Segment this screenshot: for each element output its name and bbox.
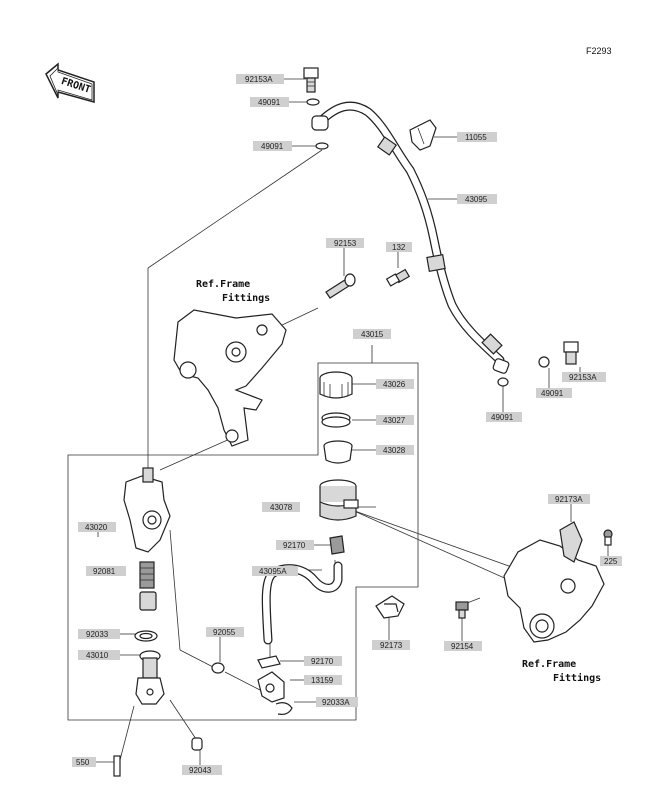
- ref-frame-top-line2: Fittings: [222, 292, 270, 304]
- bolt-132-icon: [385, 268, 411, 287]
- svg-text:43078: 43078: [270, 503, 293, 512]
- reservoir-cap-icon: [319, 371, 353, 399]
- svg-text:43095A: 43095A: [259, 567, 287, 576]
- svg-text:92173A: 92173A: [555, 495, 583, 504]
- ref-frame-top-line1: Ref.Frame: [196, 279, 250, 290]
- label-92153[interactable]: 92153: [326, 238, 364, 248]
- reservoir-tank-icon: [319, 479, 359, 521]
- label-92153a-right[interactable]: 92153A: [562, 372, 606, 382]
- push-rod-icon: [135, 650, 165, 705]
- label-49091-d[interactable]: 49091: [486, 412, 522, 422]
- brake-hose-icon: [311, 101, 510, 374]
- label-92154[interactable]: 92154: [444, 641, 482, 651]
- svg-text:92055: 92055: [213, 628, 236, 637]
- ref-frame-bottom-line1: Ref.Frame: [522, 659, 576, 670]
- label-92033[interactable]: 92033: [78, 629, 120, 639]
- svg-text:225: 225: [604, 557, 618, 566]
- svg-text:92173: 92173: [380, 641, 403, 650]
- svg-text:92170: 92170: [283, 541, 306, 550]
- reservoir-hose-icon: [261, 561, 343, 645]
- part-labels: 92153A 49091 11055 49091 43095 92153 132…: [72, 74, 622, 775]
- label-43026[interactable]: 43026: [376, 379, 414, 389]
- front-arrow-icon: FRONT: [45, 62, 95, 103]
- label-13159[interactable]: 13159: [304, 675, 342, 685]
- banjo-bolt-top-icon: [303, 67, 320, 106]
- label-43027[interactable]: 43027: [376, 415, 414, 425]
- banjo-bolt-right-icon: [497, 341, 579, 387]
- svg-text:92153A: 92153A: [569, 373, 597, 382]
- svg-text:92154: 92154: [451, 642, 474, 651]
- svg-text:11055: 11055: [465, 133, 487, 142]
- svg-text:49091: 49091: [491, 413, 514, 422]
- svg-text:43020: 43020: [85, 523, 108, 532]
- label-11055[interactable]: 11055: [457, 132, 497, 142]
- figure-code: F2293: [586, 46, 612, 56]
- elbow-fitting-icon: [257, 671, 285, 703]
- frame-fitting-upper-icon: [173, 309, 287, 447]
- svg-text:132: 132: [392, 243, 406, 252]
- master-cylinder-icon: [123, 467, 171, 553]
- ref-frame-bottom-line2: Fittings: [553, 672, 601, 684]
- label-49091-b[interactable]: 49091: [253, 141, 292, 151]
- cotter-clip-icon: [191, 737, 203, 751]
- svg-text:92153A: 92153A: [245, 75, 273, 84]
- hose-clamp-92170b-icon: [257, 655, 281, 669]
- svg-text:49091: 49091: [541, 389, 564, 398]
- svg-text:43015: 43015: [361, 330, 384, 339]
- label-43010[interactable]: 43010: [78, 650, 120, 660]
- svg-text:13159: 13159: [311, 676, 334, 685]
- hose-clamp-icon: [409, 119, 437, 151]
- label-43095a[interactable]: 43095A: [252, 566, 298, 576]
- svg-text:49091: 49091: [258, 98, 281, 107]
- svg-text:92153: 92153: [334, 239, 357, 248]
- label-43078[interactable]: 43078: [262, 502, 300, 512]
- label-92170-a[interactable]: 92170: [276, 540, 314, 550]
- label-92170-b[interactable]: 92170: [304, 656, 342, 666]
- hose-clamp-92170-icon: [329, 535, 345, 555]
- svg-text:49091: 49091: [261, 142, 284, 151]
- svg-text:43095: 43095: [465, 195, 488, 204]
- label-132[interactable]: 132: [386, 242, 412, 252]
- label-43015[interactable]: 43015: [353, 329, 391, 339]
- label-43020[interactable]: 43020: [78, 522, 116, 532]
- svg-text:92170: 92170: [311, 657, 334, 666]
- svg-text:43028: 43028: [383, 446, 406, 455]
- leader-lines: [96, 78, 609, 765]
- circlip-92033a-icon: [275, 702, 293, 715]
- diaphragm-icon: [323, 440, 353, 464]
- svg-text:43027: 43027: [383, 416, 406, 425]
- label-43095[interactable]: 43095: [457, 194, 497, 204]
- label-92173[interactable]: 92173: [372, 640, 410, 650]
- label-92033a[interactable]: 92033A: [316, 697, 358, 707]
- circlip-icon: [134, 630, 158, 642]
- label-92173a[interactable]: 92173A: [548, 494, 590, 504]
- bolt-92153-icon: [325, 273, 356, 299]
- reservoir-plate-icon: [321, 412, 351, 428]
- svg-text:43026: 43026: [383, 380, 406, 389]
- svg-text:92033: 92033: [86, 630, 109, 639]
- svg-text:550: 550: [76, 758, 90, 767]
- svg-text:43010: 43010: [86, 651, 109, 660]
- svg-text:92033A: 92033A: [322, 698, 350, 707]
- label-49091-c[interactable]: 49091: [536, 388, 572, 398]
- svg-text:92081: 92081: [93, 567, 116, 576]
- label-92153a-top[interactable]: 92153A: [236, 74, 284, 84]
- label-92081[interactable]: 92081: [86, 566, 126, 576]
- hose-clamp-92173-icon: [375, 595, 405, 619]
- svg-text:92043: 92043: [189, 766, 212, 775]
- label-92043[interactable]: 92043: [182, 765, 222, 775]
- label-550[interactable]: 550: [72, 757, 96, 767]
- label-49091-a[interactable]: 49091: [250, 97, 289, 107]
- label-92055[interactable]: 92055: [206, 627, 244, 637]
- bolt-225-icon: [603, 529, 613, 546]
- o-ring-icon: [211, 662, 225, 674]
- piston-kit-icon: [139, 561, 157, 611]
- frame-fitting-lower-icon: [503, 521, 605, 643]
- bolt-92154-icon: [455, 601, 469, 619]
- label-43028[interactable]: 43028: [376, 445, 414, 455]
- pin-icon: [113, 755, 121, 777]
- label-225[interactable]: 225: [600, 556, 622, 566]
